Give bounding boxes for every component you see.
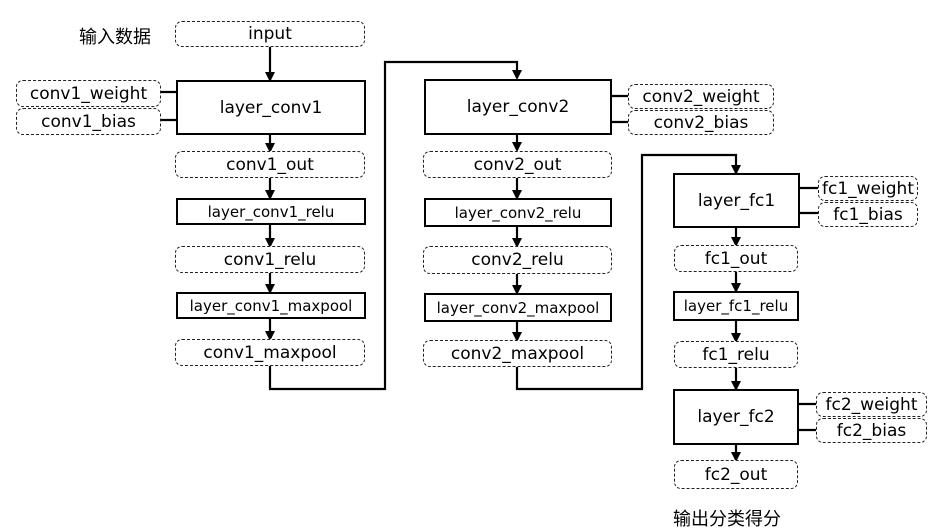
input-node: input bbox=[175, 21, 365, 47]
conv1-out-node: conv1_out bbox=[175, 151, 365, 178]
layer-conv2-node: layer_conv2 bbox=[424, 79, 612, 135]
conv2-weight-node: conv2_weight bbox=[628, 84, 774, 109]
layer-fc1-relu-node: layer_fc1_relu bbox=[673, 291, 799, 321]
conv2-maxpool-node: conv2_maxpool bbox=[423, 340, 612, 367]
fc2-out-node: fc2_out bbox=[674, 460, 798, 489]
layer-fc2-node: layer_fc2 bbox=[673, 389, 799, 445]
output-scores-caption: 输出分类得分 bbox=[673, 509, 781, 530]
input-data-caption: 输入数据 bbox=[79, 27, 151, 48]
layer-fc1-node: layer_fc1 bbox=[673, 173, 800, 228]
layer-conv1-node: layer_conv1 bbox=[176, 80, 366, 135]
conv2-out-node: conv2_out bbox=[423, 151, 612, 178]
conv1-relu-node: conv1_relu bbox=[175, 246, 365, 273]
fc1-relu-node: fc1_relu bbox=[674, 341, 798, 368]
fc2-weight-node: fc2_weight bbox=[816, 392, 927, 417]
fc1-out-node: fc1_out bbox=[674, 245, 798, 272]
connector-col2-to-col3 bbox=[515, 153, 741, 391]
conv1-bias-node: conv1_bias bbox=[16, 108, 161, 135]
fc1-bias-node: fc1_bias bbox=[818, 202, 918, 227]
layer-conv2-relu-node: layer_conv2_relu bbox=[424, 198, 612, 227]
connector-col1-to-col2 bbox=[268, 60, 522, 391]
layer-conv2-maxpool-node: layer_conv2_maxpool bbox=[424, 293, 612, 322]
fc1-weight-node: fc1_weight bbox=[818, 176, 918, 201]
fc2-bias-node: fc2_bias bbox=[816, 418, 927, 443]
conv1-maxpool-node: conv1_maxpool bbox=[175, 339, 365, 366]
conv2-bias-node: conv2_bias bbox=[628, 110, 774, 135]
conv2-relu-node: conv2_relu bbox=[423, 246, 612, 274]
layer-conv1-maxpool-node: layer_conv1_maxpool bbox=[176, 292, 366, 319]
conv1-weight-node: conv1_weight bbox=[16, 80, 161, 107]
layer-conv1-relu-node: layer_conv1_relu bbox=[176, 198, 366, 225]
